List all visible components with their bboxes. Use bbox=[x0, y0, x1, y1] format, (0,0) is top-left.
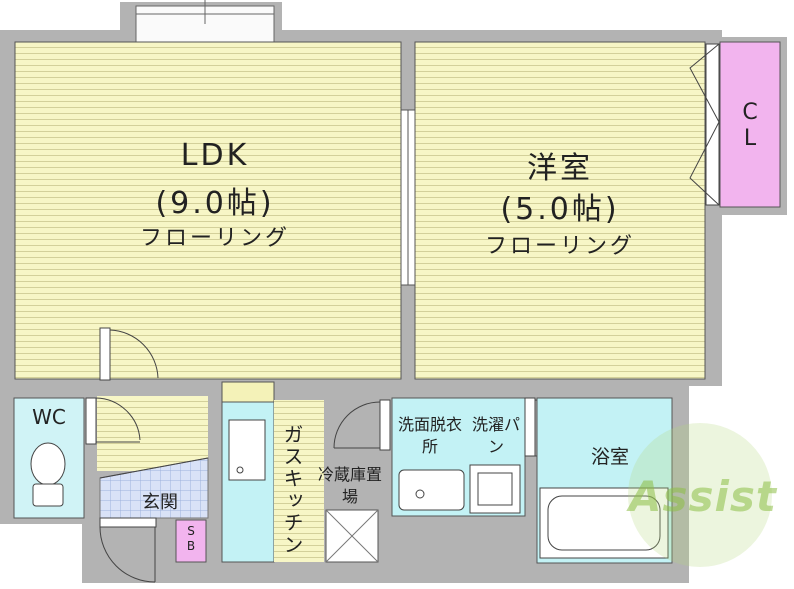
western-room-size: (5.0帖) bbox=[500, 192, 620, 227]
sink bbox=[228, 419, 266, 481]
washbasin bbox=[398, 469, 465, 511]
shoe-box bbox=[175, 519, 207, 563]
washroom-door bbox=[333, 399, 391, 451]
closet-area bbox=[719, 41, 781, 208]
shoe-box-label: SB bbox=[186, 524, 196, 553]
watermark-logo bbox=[628, 423, 772, 567]
hallway-floor bbox=[97, 396, 208, 471]
closet-label: CL bbox=[742, 100, 758, 151]
wc-door bbox=[85, 397, 141, 445]
wc-label: WC bbox=[32, 405, 66, 429]
ldk-name: LDK bbox=[180, 138, 250, 173]
kitchen-floor bbox=[274, 400, 324, 562]
western-room-name: 洋室 bbox=[527, 151, 593, 186]
fridge-space bbox=[325, 509, 379, 563]
watermark-text: Assist bbox=[629, 472, 777, 521]
bathtub-icon bbox=[539, 487, 669, 559]
ldk-floor bbox=[14, 41, 402, 380]
kitchen-label: ガスキッチン bbox=[280, 424, 304, 556]
front-door bbox=[99, 517, 157, 583]
washroom-label: 洗面脱衣所 bbox=[397, 415, 462, 456]
ldk-door bbox=[99, 327, 159, 381]
closet-doors bbox=[689, 43, 720, 206]
laundry-pan-label: 洗濯パン bbox=[471, 415, 520, 456]
sliding-partition bbox=[400, 109, 416, 286]
ldk-floor-type: フローリング bbox=[139, 226, 290, 251]
fridge-label: 冷蔵庫置場 bbox=[318, 465, 383, 506]
range-hood bbox=[221, 381, 275, 403]
western-room-floor bbox=[414, 41, 706, 380]
balcony-window bbox=[135, 0, 275, 43]
western-room-floor-type: フローリング bbox=[484, 234, 635, 259]
ldk-size: (9.0帖) bbox=[155, 186, 275, 221]
entrance-label: 玄関 bbox=[142, 492, 178, 513]
bath-label: 浴室 bbox=[590, 446, 629, 468]
toilet-icon bbox=[30, 442, 66, 507]
